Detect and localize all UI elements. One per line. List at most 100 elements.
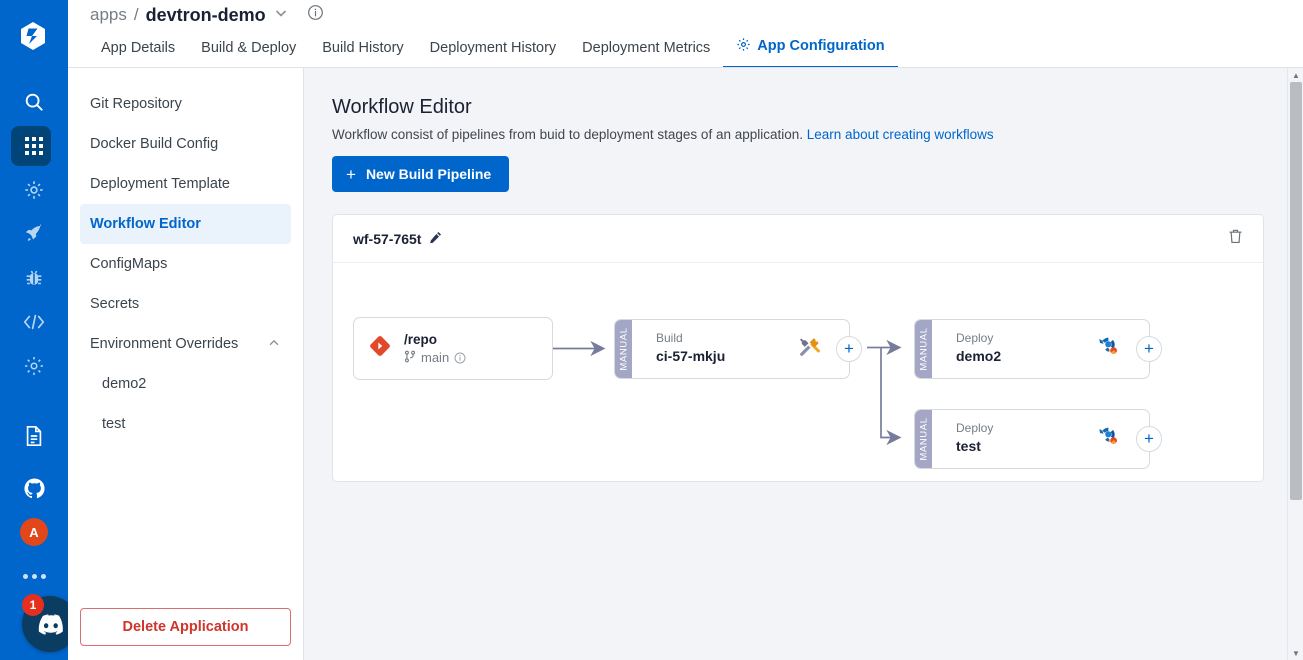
sidebar-item-configmaps[interactable]: ConfigMaps — [80, 244, 291, 284]
info-circle-icon[interactable] — [454, 352, 466, 364]
deploy-argo-icon[interactable] — [1097, 425, 1121, 449]
git-source-text: /repo main — [404, 332, 466, 366]
page-title: devtron-demo — [145, 4, 266, 25]
content-scrollbar[interactable]: ▲ ▼ — [1287, 68, 1303, 660]
branch-icon — [404, 350, 416, 366]
add-pipeline-button[interactable]: + — [1136, 336, 1162, 362]
workflow-name-group: wf-57-765t — [353, 231, 442, 247]
trigger-type-band: MANUAL — [915, 410, 932, 468]
chart-gear-icon[interactable] — [0, 168, 68, 212]
more-dots-icon[interactable] — [0, 554, 68, 598]
add-pipeline-button[interactable]: + — [1136, 426, 1162, 452]
learn-workflows-link[interactable]: Learn about creating workflows — [806, 127, 994, 142]
tab-build-and-deploy[interactable]: Build & Deploy — [188, 39, 309, 69]
build-node-body: Build ci-57-mkju — [632, 320, 849, 378]
git-source-node[interactable]: /repo main — [353, 317, 553, 380]
delete-application-button[interactable]: Delete Application — [80, 608, 291, 646]
deploy-pipeline-node-demo2[interactable]: MANUAL Deploy demo2 — [914, 319, 1162, 379]
scrollbar-thumb[interactable] — [1290, 82, 1302, 500]
tab-app-configuration[interactable]: App Configuration — [723, 37, 898, 68]
node-name: demo2 — [956, 348, 1002, 364]
section-subtitle: Workflow consist of pipelines from buid … — [332, 127, 994, 142]
main-region: apps / devtron-demo App Details Build & — [68, 0, 1303, 660]
tab-label: App Details — [101, 39, 176, 56]
new-build-pipeline-label: New Build Pipeline — [365, 166, 492, 182]
build-tools-icon[interactable] — [797, 335, 821, 359]
trigger-type-band: MANUAL — [615, 320, 632, 378]
node-name: ci-57-mkju — [656, 348, 726, 364]
delete-application-wrap: Delete Application — [80, 608, 291, 646]
deploy-argo-icon[interactable] — [1097, 335, 1121, 359]
pencil-icon[interactable] — [429, 231, 442, 247]
node-kind: Deploy — [956, 331, 994, 345]
node-kind: Build — [656, 331, 683, 345]
user-avatar[interactable]: A — [0, 510, 68, 554]
workflow-editor-content: Workflow Editor Workflow consist of pipe… — [304, 68, 1303, 660]
trigger-type-label: MANUAL — [918, 327, 929, 371]
tab-deployment-metrics[interactable]: Deployment Metrics — [569, 40, 723, 69]
global-nav-rail: A 1 — [0, 0, 78, 660]
app-tab-bar: App Details Build & Deploy Build History… — [88, 33, 898, 68]
info-circle-icon[interactable] — [307, 4, 324, 26]
deploy-pipeline-node-test[interactable]: MANUAL Deploy test — [914, 409, 1162, 469]
workflow-canvas: /repo main — [333, 263, 1263, 482]
app-config-sidenav: Git Repository Docker Build Config Deplo… — [68, 68, 304, 660]
workflow-card: wf-57-765t — [332, 214, 1264, 482]
sidebar-item-demo2[interactable]: demo2 — [80, 364, 291, 404]
sidebar-item-workflow-editor[interactable]: Workflow Editor — [80, 204, 291, 244]
branch-name: main — [421, 350, 450, 365]
breadcrumb: apps / devtron-demo — [90, 1, 324, 29]
sidebar-item-label: Deployment Template — [90, 176, 230, 192]
tab-label: Deployment History — [429, 39, 557, 56]
applications-grid-icon[interactable] — [0, 124, 68, 168]
rail-icon-list — [0, 80, 68, 458]
gear-icon[interactable] — [0, 344, 68, 388]
trash-icon[interactable] — [1226, 227, 1245, 251]
code-brackets-icon[interactable] — [0, 300, 68, 344]
tab-label: App Configuration — [757, 37, 885, 54]
section-subtitle-text: Workflow consist of pipelines from buid … — [332, 127, 804, 142]
add-pipeline-button[interactable]: + — [836, 336, 862, 362]
rocket-icon[interactable] — [0, 212, 68, 256]
sidebar-item-deployment-template[interactable]: Deployment Template — [80, 164, 291, 204]
devtron-logo-icon[interactable] — [16, 19, 50, 53]
workflow-name: wf-57-765t — [353, 230, 422, 247]
sidebar-item-label: Workflow Editor — [90, 216, 201, 232]
sidebar-item-label: test — [102, 416, 126, 432]
search-icon[interactable] — [0, 80, 68, 124]
breadcrumb-root[interactable]: apps — [90, 5, 127, 24]
chevron-down-icon[interactable] — [273, 5, 289, 26]
deploy-node-body: Deploy demo2 — [932, 320, 1149, 378]
workflow-card-header: wf-57-765t — [333, 215, 1263, 263]
scroll-down-arrow[interactable]: ▼ — [1292, 648, 1300, 658]
document-icon[interactable] — [0, 414, 68, 458]
new-build-pipeline-button[interactable]: + New Build Pipeline — [332, 156, 510, 192]
node-name: test — [956, 438, 981, 454]
tab-build-history[interactable]: Build History — [309, 40, 416, 69]
sidebar-item-secrets[interactable]: Secrets — [80, 284, 291, 324]
sidebar-item-test[interactable]: test — [80, 404, 291, 444]
discord-unread-badge: 1 — [22, 594, 44, 616]
sidebar-item-label: demo2 — [102, 376, 147, 392]
rail-lower-list: A — [0, 466, 68, 660]
repo-name: /repo — [404, 331, 438, 347]
tab-app-details[interactable]: App Details — [88, 39, 188, 69]
sidebar-item-git-repository[interactable]: Git Repository — [80, 84, 291, 124]
tab-label: Build & Deploy — [201, 39, 297, 56]
sidebar-item-label: ConfigMaps — [90, 256, 168, 272]
github-icon[interactable] — [0, 466, 68, 510]
trigger-type-band: MANUAL — [915, 320, 932, 378]
sidebar-item-label: Environment Overrides — [90, 336, 239, 352]
section-title: Workflow Editor — [332, 96, 472, 118]
build-pipeline-node[interactable]: MANUAL Build ci-57-mkju — [614, 319, 862, 379]
tab-deployment-history[interactable]: Deployment History — [417, 39, 570, 69]
sidebar-item-docker-build-config[interactable]: Docker Build Config — [80, 124, 291, 164]
bug-icon[interactable] — [0, 256, 68, 300]
trigger-type-label: MANUAL — [918, 417, 929, 461]
scroll-up-arrow[interactable]: ▲ — [1292, 70, 1300, 80]
trigger-type-label: MANUAL — [618, 327, 629, 371]
chevron-up-icon[interactable] — [267, 336, 281, 353]
sidebar-item-environment-overrides[interactable]: Environment Overrides — [80, 324, 291, 364]
node-kind: Deploy — [956, 421, 994, 435]
